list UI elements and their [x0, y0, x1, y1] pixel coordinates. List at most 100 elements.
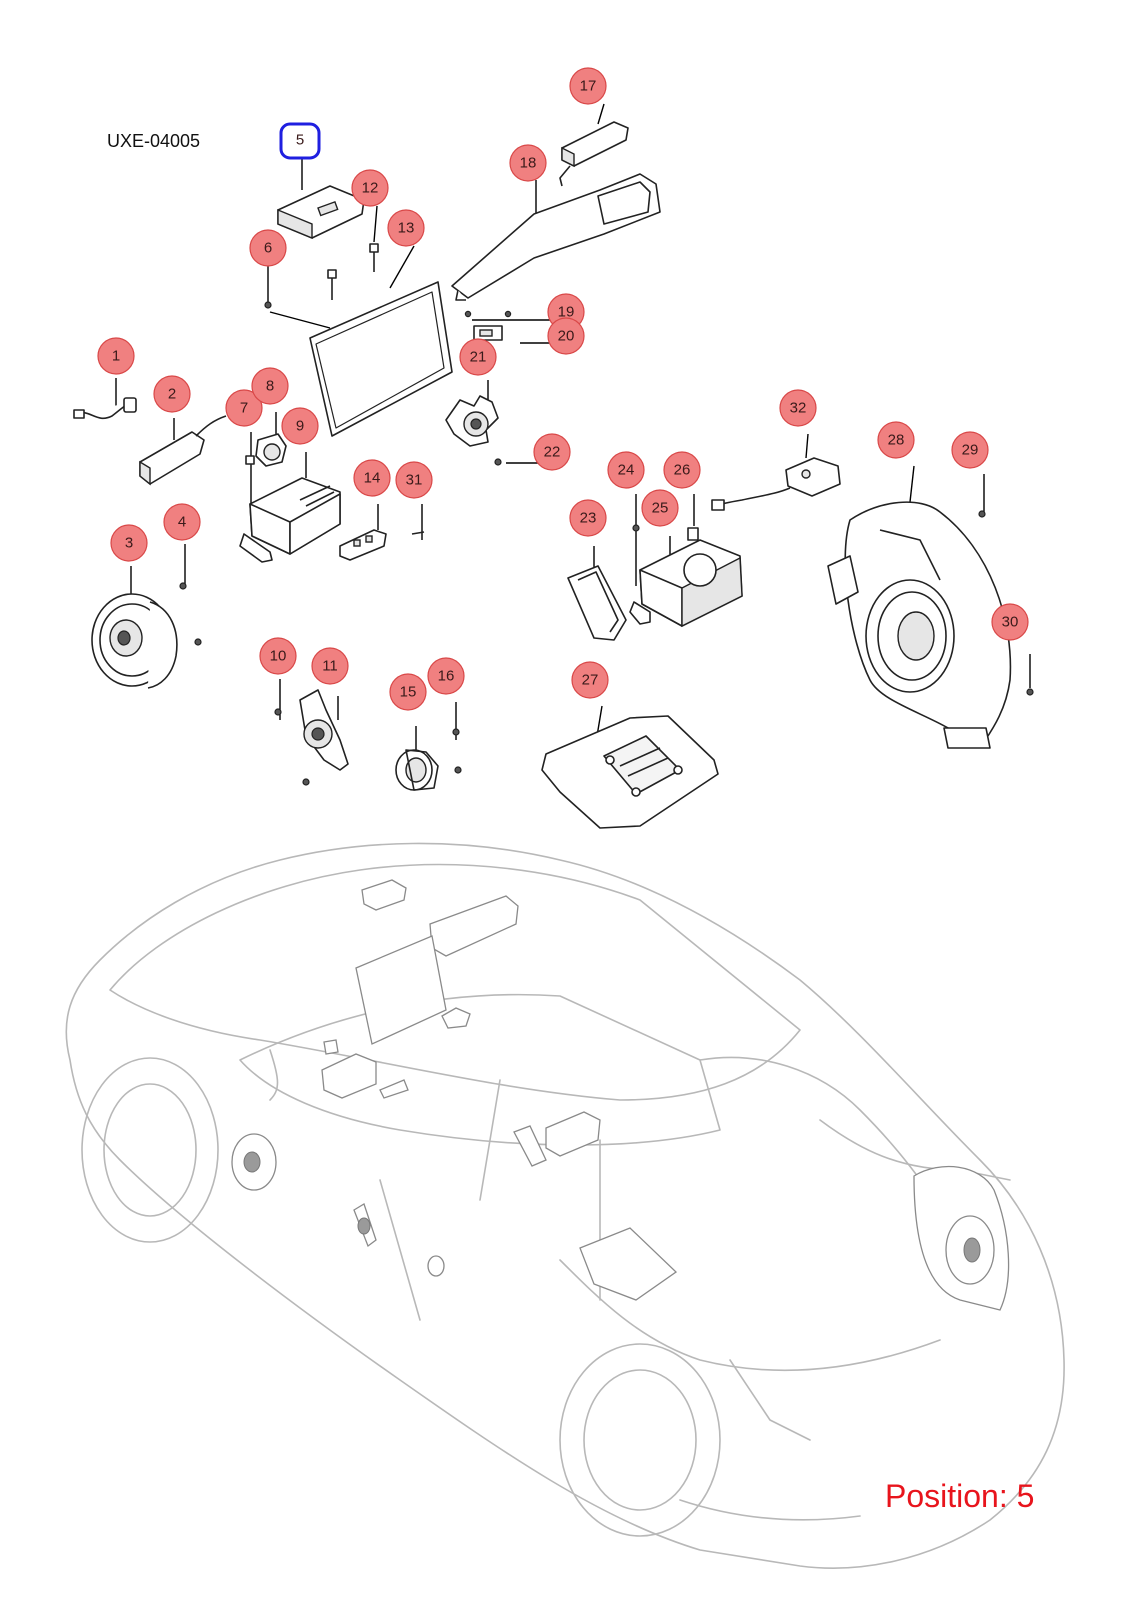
callout-circle[interactable] [353, 459, 391, 497]
callout-13[interactable]: 13 [387, 209, 425, 247]
callout-11[interactable]: 11 [311, 647, 349, 685]
diagram-code: UXE-04005 [107, 131, 201, 151]
callout-21[interactable]: 21 [459, 338, 497, 376]
callout-circle[interactable] [571, 661, 609, 699]
callout-number: 16 [438, 668, 455, 685]
component-13-display [309, 281, 453, 437]
component-30-screw [1026, 688, 1034, 696]
component-18-dash-trim [451, 173, 661, 301]
callout-number: 13 [398, 220, 415, 237]
callout-20[interactable]: 20 [547, 317, 585, 355]
callout-circle[interactable] [97, 337, 135, 375]
callout-circle[interactable] [569, 67, 607, 105]
component-21-actuator [445, 395, 499, 447]
callout-26[interactable]: 26 [663, 451, 701, 489]
callout-circle[interactable] [663, 451, 701, 489]
callout-circle[interactable] [251, 367, 289, 405]
callout-number: 7 [240, 400, 248, 417]
callout-number: 12 [362, 180, 379, 197]
callout-32[interactable]: 32 [779, 389, 817, 427]
callout-circle[interactable] [387, 209, 425, 247]
component-23-pad [567, 565, 627, 641]
callout-number: 8 [266, 378, 274, 395]
callout-number: 10 [270, 648, 287, 665]
callout-circle[interactable] [389, 673, 427, 711]
callout-circle[interactable] [533, 433, 571, 471]
callout-5[interactable]: 5 [296, 132, 304, 149]
component-7-screw [245, 455, 255, 465]
callout-circle[interactable] [259, 637, 297, 675]
callout-circle[interactable] [607, 451, 645, 489]
callout-circle[interactable] [163, 503, 201, 541]
callout-number: 18 [520, 155, 537, 172]
callout-circle[interactable] [249, 229, 287, 267]
callout-28[interactable]: 28 [877, 421, 915, 459]
callout-22[interactable]: 22 [533, 433, 571, 471]
selected-callout-highlight [279, 122, 321, 160]
callout-circle[interactable] [153, 375, 191, 413]
callout-3[interactable]: 3 [110, 524, 148, 562]
component-5-module [277, 185, 365, 240]
callout-23[interactable]: 23 [569, 499, 607, 537]
callout-circle[interactable] [991, 603, 1029, 641]
callout-16[interactable]: 16 [427, 657, 465, 695]
callout-14[interactable]: 14 [353, 459, 391, 497]
callout-15[interactable]: 15 [389, 673, 427, 711]
callout-circle[interactable] [281, 407, 319, 445]
callout-circle[interactable] [351, 169, 389, 207]
callout-number: 4 [178, 514, 186, 531]
callout-7[interactable]: 7 [225, 389, 263, 427]
callout-circle[interactable] [395, 461, 433, 499]
component-32-antenna [711, 457, 841, 511]
callout-number: 24 [618, 462, 635, 479]
callout-6[interactable]: 6 [249, 229, 287, 267]
callout-18[interactable]: 18 [509, 144, 547, 182]
callout-10[interactable]: 10 [259, 637, 297, 675]
callout-number: 17 [580, 78, 597, 95]
component-29-screw [978, 510, 986, 518]
vehicle-outline [65, 842, 1065, 1569]
callout-8[interactable]: 8 [251, 367, 289, 405]
callout-30[interactable]: 30 [991, 603, 1029, 641]
component-12-bolt [369, 243, 379, 272]
component-bolt-13 [327, 269, 337, 300]
callout-number: 9 [296, 418, 304, 435]
callout-circle[interactable] [779, 389, 817, 427]
callout-31[interactable]: 31 [395, 461, 433, 499]
callout-circle[interactable] [877, 421, 915, 459]
component-6-screw [264, 301, 272, 309]
callout-number: 22 [544, 444, 561, 461]
callout-circle[interactable] [459, 338, 497, 376]
callout-29[interactable]: 29 [951, 431, 989, 469]
component-16-screw [452, 728, 462, 774]
callout-number: 2 [168, 386, 176, 403]
component-15-tweeter [395, 749, 439, 791]
callout-circle[interactable] [569, 499, 607, 537]
callout-2[interactable]: 2 [153, 375, 191, 413]
callout-circle[interactable] [225, 389, 263, 427]
callout-circle[interactable] [547, 317, 585, 355]
position-label: Position: 5 [885, 1478, 1035, 1514]
component-4-screw [179, 582, 202, 646]
component-2-module [139, 415, 227, 486]
callout-1[interactable]: 1 [97, 337, 135, 375]
callout-number: 5 [296, 132, 304, 149]
callout-27[interactable]: 27 [571, 661, 609, 699]
callout-circle[interactable] [427, 657, 465, 695]
callout-circle[interactable] [951, 431, 989, 469]
callout-number: 30 [1002, 614, 1019, 631]
callout-24[interactable]: 24 [607, 451, 645, 489]
callout-17[interactable]: 17 [569, 67, 607, 105]
callout-25[interactable]: 25 [641, 489, 679, 527]
callout-12[interactable]: 12 [351, 169, 389, 207]
callout-circle[interactable] [509, 144, 547, 182]
callout-circle[interactable] [110, 524, 148, 562]
component-27-bracket [541, 715, 719, 829]
callout-9[interactable]: 9 [281, 407, 319, 445]
component-9-amplifier [239, 477, 341, 563]
callout-circle[interactable] [311, 647, 349, 685]
callout-number: 21 [470, 349, 487, 366]
callout-4[interactable]: 4 [163, 503, 201, 541]
callout-circle[interactable] [641, 489, 679, 527]
